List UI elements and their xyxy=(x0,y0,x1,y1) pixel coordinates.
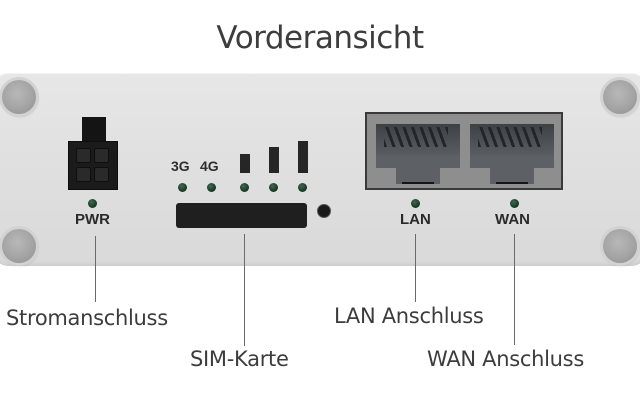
callout-wan-anschluss: WAN Anschluss xyxy=(427,347,584,371)
signal-led-icon xyxy=(269,183,278,192)
wan-port-icon xyxy=(470,124,554,184)
leader-line-wan xyxy=(514,234,515,345)
wan-led-icon xyxy=(510,199,519,208)
signal-strength-icon xyxy=(269,147,279,173)
signal-strength-icon xyxy=(240,154,250,173)
signal-led-icon xyxy=(298,183,307,192)
4g-led-icon xyxy=(207,183,216,192)
lan-port-icon xyxy=(376,124,460,184)
connector-pin xyxy=(94,167,109,182)
connector-pin xyxy=(94,148,109,163)
screw-icon xyxy=(2,80,36,114)
reset-button-icon xyxy=(317,204,331,218)
leader-line-power xyxy=(95,236,96,302)
ethernet-ports xyxy=(365,112,563,190)
lan-led-icon xyxy=(411,199,420,208)
sim-slot-icon xyxy=(176,203,307,228)
connector-pin xyxy=(76,148,91,163)
leader-line-sim xyxy=(244,234,245,346)
callout-lan-anschluss: LAN Anschluss xyxy=(334,304,484,328)
leader-line-lan xyxy=(415,234,416,302)
pwr-label: PWR xyxy=(75,211,110,228)
connector-pin xyxy=(76,167,91,182)
signal-led-icon xyxy=(240,183,249,192)
screw-icon xyxy=(603,80,637,114)
power-connector-icon xyxy=(82,117,106,143)
screw-icon xyxy=(2,229,36,263)
signal-strength-icon xyxy=(298,141,308,173)
lan-label: LAN xyxy=(400,211,431,228)
wan-label: WAN xyxy=(495,211,530,228)
screw-icon xyxy=(603,229,637,263)
diagram-title: Vorderansicht xyxy=(216,20,424,56)
callout-stromanschluss: Stromanschluss xyxy=(6,306,168,330)
3g-led-icon xyxy=(178,183,187,192)
3g-label: 3G xyxy=(171,158,190,174)
4g-label: 4G xyxy=(200,158,219,174)
callout-sim-karte: SIM-Karte xyxy=(190,347,289,371)
pwr-led-icon xyxy=(88,199,97,208)
